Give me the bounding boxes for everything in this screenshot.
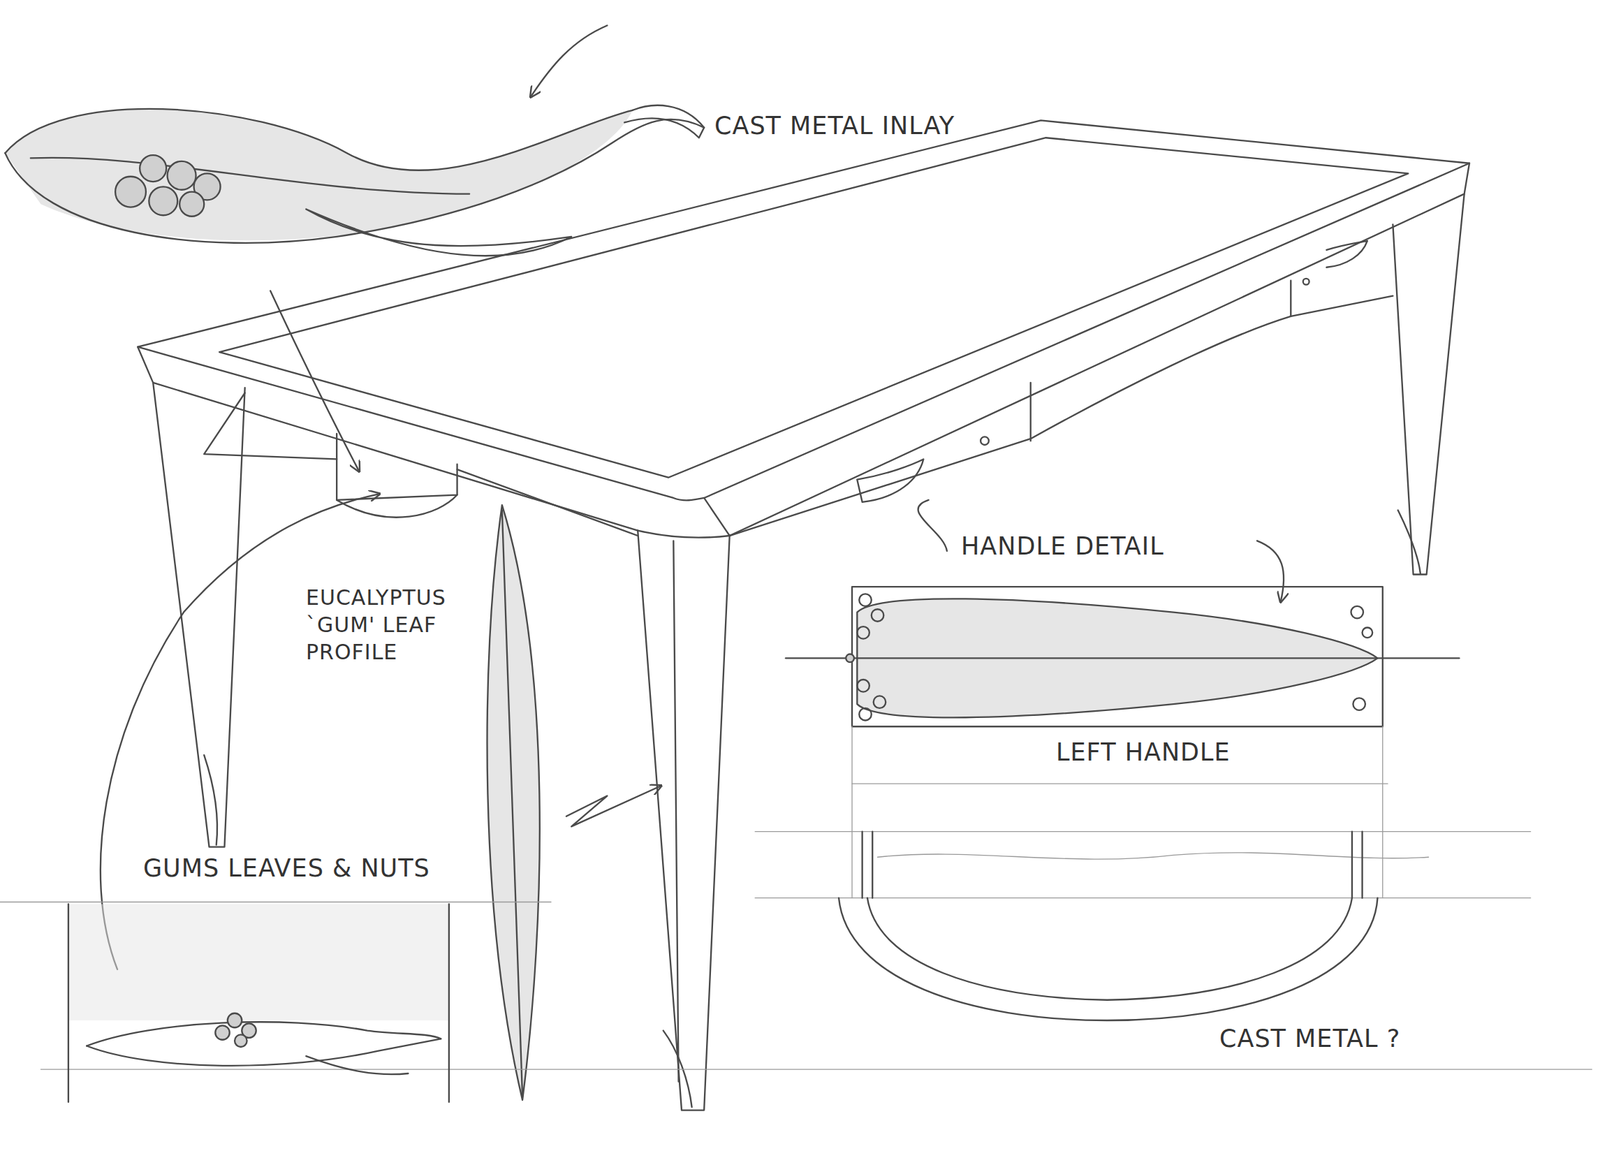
gum-leaf-sketch-stroke: [530, 25, 608, 98]
leaf-profile-stroke: [502, 509, 523, 1097]
gum-leaves-box-stroke: [234, 1034, 248, 1047]
table-drawing-stroke: [457, 469, 639, 536]
handle-arc-stroke: [867, 898, 1353, 1001]
handle-detail-stroke: [856, 626, 870, 640]
handle-arc-stroke: [877, 852, 1429, 860]
gum-leaves-box-stroke: [68, 903, 450, 1021]
gum-leaves-box-stroke: [448, 903, 450, 1102]
handle-arc-stroke: [862, 831, 1363, 899]
gum-leaves-box-stroke: [86, 1021, 441, 1046]
leaf-profile-stroke: [487, 504, 540, 1100]
gum-leaf-sketch-stroke: [148, 186, 178, 216]
handle-detail-stroke: [845, 653, 855, 663]
gum-leaf-sketch-stroke: [4, 119, 704, 244]
handle-detail-stroke: [871, 608, 885, 622]
gum-leaves-box-stroke: [40, 1068, 1592, 1070]
leader-lines-stroke: [1257, 540, 1284, 603]
handle-detail-stroke: [873, 695, 887, 709]
handle-detail-stroke: [1382, 726, 1383, 898]
table-drawing-stroke: [152, 382, 245, 848]
gum-leaves-box-stroke: [67, 903, 70, 1102]
note-label: GUMS LEAVES & NUTS: [143, 852, 431, 885]
table-drawing-stroke: [729, 316, 1292, 536]
handle-detail-stroke: [856, 679, 870, 693]
leader-lines-stroke: [100, 493, 380, 970]
handle-arc-stroke: [838, 898, 1378, 1021]
handle-detail-stroke: [852, 586, 1383, 727]
table-drawing-stroke: [673, 540, 679, 1082]
gum-leaves-box-stroke: [215, 1025, 230, 1040]
handle-arc: [754, 831, 1531, 1021]
leaf-profile: [487, 504, 662, 1100]
leader-lines-stroke: [918, 500, 948, 552]
table-drawing-stroke: [1326, 240, 1367, 268]
handle-detail-stroke: [859, 708, 872, 721]
table-drawing-stroke: [336, 433, 457, 501]
gum-leaves-box-stroke: [227, 1013, 242, 1028]
leaf-profile-stroke: [487, 504, 540, 1100]
handle-detail-stroke: [851, 726, 853, 898]
table-drawing-stroke: [637, 530, 730, 538]
table-drawing-stroke: [663, 1030, 693, 1108]
gum-leaf-sketch-stroke: [179, 192, 204, 217]
table-drawing-stroke: [1392, 194, 1464, 575]
gum-leaves-box-stroke: [305, 1055, 408, 1075]
table-drawing-stroke: [137, 120, 1470, 501]
leaf-profile-stroke: [566, 785, 662, 827]
note-label: EUCALYPTUS `GUM' LEAF PROFILE: [305, 583, 467, 666]
handle-arc-stroke: [754, 897, 1531, 899]
handle-detail: [785, 586, 1459, 899]
gum-leaves-box-stroke: [0, 901, 552, 903]
table-drawing-stroke: [856, 458, 924, 502]
table-drawing-stroke: [1398, 509, 1421, 574]
table-drawing-stroke: [1303, 278, 1310, 285]
table-drawing-stroke: [336, 495, 457, 518]
table-drawing-stroke: [1030, 382, 1032, 441]
leader-lines-stroke: [270, 290, 359, 472]
table-drawing-stroke: [637, 530, 730, 1111]
handle-detail-stroke: [1362, 627, 1374, 639]
gum-leaf-sketch-stroke: [115, 176, 146, 208]
gum-leaf-sketch-stroke: [4, 108, 633, 171]
gum-leaf-sketch: [4, 25, 704, 257]
table-drawing-stroke: [1290, 280, 1393, 317]
table-drawing-stroke: [703, 163, 1470, 536]
gum-leaf-sketch-stroke: [624, 105, 704, 138]
handle-detail-stroke: [1350, 606, 1364, 619]
table-drawing-stroke: [203, 754, 218, 846]
gum-leaf-sketch-stroke: [4, 108, 633, 241]
table-drawing-stroke: [980, 436, 989, 445]
table-drawing-stroke: [137, 347, 638, 531]
note-label: HANDLE DETAIL: [960, 530, 1165, 563]
gum-leaf-sketch-stroke: [167, 161, 197, 190]
gum-leaves-box: [0, 902, 1592, 1103]
handle-arc-stroke: [754, 831, 1531, 832]
note-label: CAST METAL INLAY: [714, 110, 955, 143]
handle-detail-stroke: [785, 657, 1459, 659]
table-drawing-stroke: [219, 137, 1408, 478]
table-drawing-stroke: [203, 392, 337, 459]
handle-detail-stroke: [859, 593, 872, 607]
gum-leaves-box-stroke: [86, 1038, 441, 1066]
note-label: CAST METAL ?: [1219, 1023, 1401, 1056]
handle-detail-stroke: [1352, 697, 1366, 711]
note-label: LEFT HANDLE: [1055, 736, 1231, 769]
gum-leaf-sketch-stroke: [30, 157, 470, 195]
handle-detail-stroke: [852, 782, 1388, 784]
gum-leaf-sketch-stroke: [139, 155, 167, 182]
